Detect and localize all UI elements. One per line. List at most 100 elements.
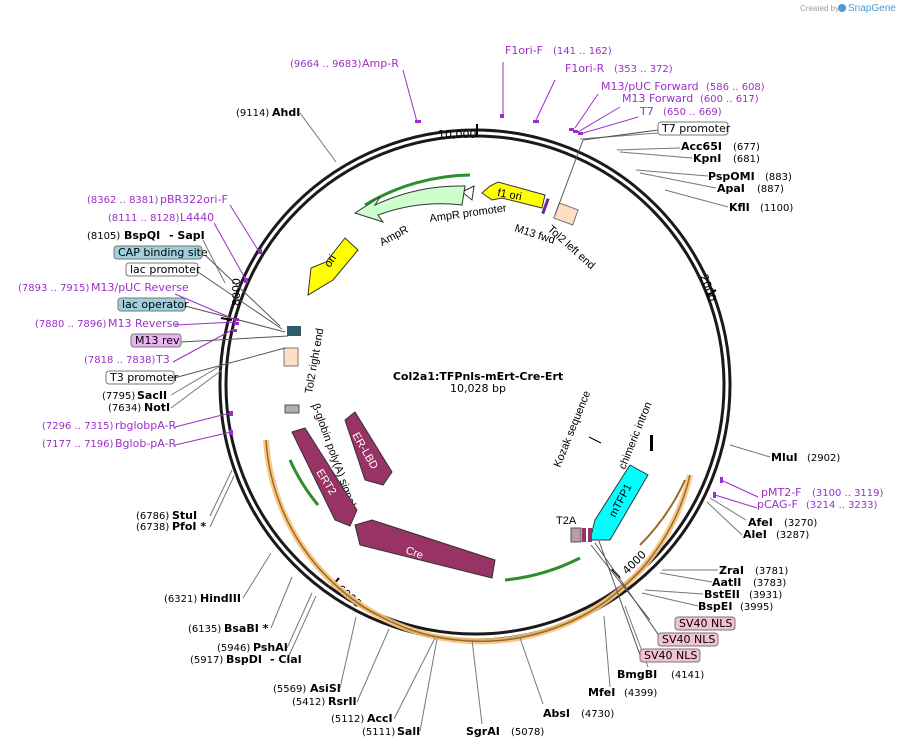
site-mfei[interactable]: MfeI [588, 686, 615, 699]
site-bsabi[interactable]: BsaBI * [224, 622, 269, 635]
primer-f1ori-r[interactable]: F1ori-R [565, 62, 605, 75]
site-bmgbi[interactable]: BmgBI [617, 668, 657, 681]
primer-pcag[interactable]: pCAG-F [757, 498, 798, 511]
t2a-box[interactable] [570, 527, 582, 543]
site-pfoi-pos: (6738) [136, 522, 169, 533]
box-t7-promoter[interactable] [657, 121, 729, 136]
site-mfei-pos: (4399) [624, 688, 657, 699]
primer-l4440-pos: (8111 .. 8128) [108, 213, 180, 224]
primer-m13-rev-pos: (7880 .. 7896) [35, 319, 107, 330]
site-bmgbi-pos: (4141) [671, 670, 704, 681]
sites-right [471, 132, 771, 725]
site-acci[interactable]: AccI [367, 712, 393, 725]
er-lbd-arrow[interactable] [344, 411, 393, 486]
box-lac-operator-label: lac operator [122, 298, 189, 311]
m13-fwd-mark[interactable] [541, 198, 550, 215]
tol2-left-end-box[interactable] [553, 202, 579, 226]
box-sv40-nls-2[interactable] [657, 632, 719, 647]
primer-m13puc-rev-pos: (7893 .. 7915) [18, 283, 90, 294]
primer-m13puc-fwd[interactable]: M13/pUC Forward [601, 80, 699, 93]
site-alei[interactable]: AleI [743, 528, 767, 541]
box-m13-rev[interactable] [130, 333, 182, 348]
site-bspdi[interactable]: BspDI [226, 653, 262, 666]
box-m13-rev-label: M13 rev [135, 334, 180, 347]
site-clai[interactable]: - ClaI [270, 653, 302, 666]
site-stui[interactable]: StuI [172, 509, 197, 522]
primer-pmt2[interactable]: pMT2-F [761, 486, 802, 499]
lac-stack-box [287, 326, 301, 336]
ert2-arrow[interactable] [291, 427, 358, 527]
site-kfli[interactable]: KflI [729, 201, 750, 214]
box-lac-promoter[interactable] [125, 262, 199, 277]
f1ori-arrow[interactable] [481, 181, 546, 209]
site-sgrai-pos: (5078) [511, 727, 544, 738]
site-aatii[interactable]: AatII [712, 576, 741, 589]
ori-arrow[interactable] [307, 237, 359, 296]
cre-arrow[interactable] [354, 519, 496, 579]
primer-m13-fwd-pos: (600 .. 617) [700, 94, 759, 105]
primer-bglob[interactable]: Bglob-pA-R [115, 437, 177, 450]
site-bsteii[interactable]: BstEII [704, 588, 740, 601]
site-bspei[interactable]: BspEI [698, 600, 732, 613]
site-sacii[interactable]: SacII [137, 389, 167, 402]
box-sv40-nls-1[interactable] [674, 616, 736, 631]
primer-l4440[interactable]: L4440 [180, 211, 214, 224]
site-bspqi[interactable]: BspQI [124, 229, 160, 242]
site-noti[interactable]: NotI [144, 401, 170, 414]
site-acc65i[interactable]: Acc65I [681, 140, 722, 153]
site-sapi[interactable]: - SapI [169, 229, 205, 242]
site-mlui[interactable]: MluI [771, 451, 798, 464]
primer-rbglobpa[interactable]: rbglobpA-R [115, 419, 176, 432]
mtfp1-arrow[interactable] [589, 464, 649, 541]
credit-brand: SnapGene [848, 3, 896, 14]
site-afei[interactable]: AfeI [748, 516, 773, 529]
site-apai[interactable]: ApaI [717, 182, 745, 195]
site-pshai[interactable]: PshAI [253, 641, 288, 654]
primer-m13puc-fwd-pos: (586 .. 608) [706, 82, 765, 93]
site-zrai[interactable]: ZraI [719, 564, 744, 577]
site-sali[interactable]: SalI [397, 725, 420, 738]
site-asisi[interactable]: AsiSI [310, 682, 341, 695]
tol2-right-end-box[interactable] [283, 347, 299, 367]
site-kpni[interactable]: KpnI [693, 152, 721, 165]
ampr-promoter-arrow[interactable] [461, 185, 475, 201]
primer-pbr322[interactable]: pBR322ori-F [160, 193, 228, 206]
box-sv40-nls-3[interactable] [639, 648, 701, 663]
site-absi[interactable]: AbsI [543, 707, 570, 720]
site-psppomi[interactable]: PspOMI [708, 170, 755, 183]
site-rsrii[interactable]: RsrII [328, 695, 357, 708]
site-sacii-pos: (7795) [102, 391, 135, 402]
site-absi-pos: (4730) [581, 709, 614, 720]
chimeric-intron-mark[interactable] [650, 435, 653, 451]
site-pfoi[interactable]: PfoI * [172, 520, 206, 533]
box-lac-operator[interactable] [117, 297, 186, 312]
beta-globin-box[interactable] [284, 404, 300, 414]
primer-m13-fwd[interactable]: M13 Forward [622, 92, 693, 105]
box-t3-promoter[interactable] [105, 370, 175, 385]
tol2-right-end-label: Tol2 right end [303, 327, 326, 394]
primer-f1ori-f[interactable]: F1ori-F [505, 44, 543, 57]
tick-label-8000: 8000 [230, 278, 243, 306]
primer-t7-pos: (650 .. 669) [663, 107, 722, 118]
site-hindiii[interactable]: HindIII [200, 592, 241, 605]
primer-t3[interactable]: T3 [155, 353, 170, 366]
primer-f1ori-r-pos: (353 .. 372) [614, 64, 673, 75]
site-alei-pos: (3287) [776, 530, 809, 541]
tick-label-10000: 10,000 [438, 128, 477, 141]
site-bsabi-pos: (6135) [188, 624, 221, 635]
kozak-mark[interactable] [588, 436, 602, 444]
site-sgrai[interactable]: SgrAI [466, 725, 500, 738]
site-noti-pos: (7634) [108, 403, 141, 414]
box-cap-binding[interactable] [113, 245, 203, 260]
primer-m13puc-rev[interactable]: M13/pUC Reverse [91, 281, 189, 294]
site-ahdi[interactable]: AhdI [272, 106, 300, 119]
site-afei-pos: (3270) [784, 518, 817, 529]
primer-m13-rev[interactable]: M13 Reverse [108, 317, 179, 330]
site-clai-name: ClaI [278, 653, 301, 666]
tick-2000 [706, 289, 717, 297]
tick-label-2000: 2000 [697, 273, 719, 304]
ampr-arrow[interactable] [353, 185, 466, 223]
primer-ampr[interactable]: Amp-R [362, 57, 399, 70]
primer-t7[interactable]: T7 [639, 105, 654, 118]
